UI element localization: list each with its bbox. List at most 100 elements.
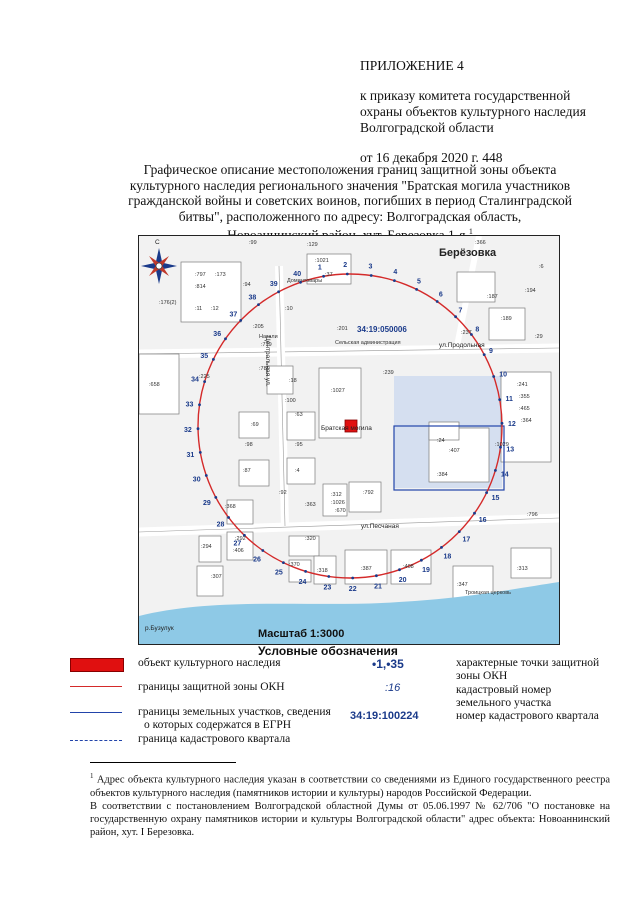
parcel-label: :779 [261,342,272,348]
zone-point-dot [500,421,504,425]
zone-point-label: 33 [186,402,194,409]
legend-points-text-2: зоны ОКН [456,670,508,682]
parcel-label: :387 [361,566,372,572]
parcel-label: :370 [289,562,300,568]
appendix-order-line-2: охраны объектов культурного наследия [360,104,586,119]
zone-point-dot [492,375,496,378]
parcel-label: :796 [527,512,538,518]
zone-point-label: 36 [213,331,221,338]
legend-points-text-1: характерные точки защитной [456,657,600,669]
parcel-label: :92 [279,490,287,496]
zone-point-label: 31 [187,452,195,459]
parcel-label: :98 [245,442,253,448]
parcel-label: :670 [335,508,346,514]
zone-point-label: 39 [270,281,278,288]
zone-point-label: 27 [234,541,242,548]
parcel-label: :1029 [495,442,509,448]
legend-land-text-2: о которых содержатся в ЕГРН [144,719,292,731]
zone-point-dot [243,533,246,537]
legend-heading: Условные обозначения [258,644,398,658]
zone-point-label: 37 [230,312,238,319]
settlement-name: Берёзовка [439,247,497,259]
zone-point-label: 38 [249,295,257,302]
footnote-paragraph-2: В соответствии с постановлением Волгогра… [90,800,610,838]
zone-point-label: 17 [463,537,471,544]
parcel-shape [510,547,552,579]
road-peschanaya-edge [139,517,559,533]
appendix-header: ПРИЛОЖЕНИЕ 4 к приказу комитета государс… [360,58,586,166]
legend-okn-swatch [70,658,124,672]
zone-point-dot [198,403,201,407]
legend-land-text-1: границы земельных участков, сведения [138,706,331,718]
zone-point-label: 4 [393,269,397,276]
zone-point-dot [224,337,227,341]
footnote: 1 Адрес объекта культурного наследия ука… [90,770,610,839]
parcel-shape [196,565,224,597]
parcel-label: :292 [235,536,246,542]
protective-zone-circle [197,273,503,579]
parcel-label: :366 [475,240,486,246]
parcel-label: :18 [289,378,297,384]
title-line-2: культурного наследия регионального значе… [129,177,571,193]
zone-point-label: 11 [506,396,514,403]
legend-quarter-text: граница кадастрового квартала [138,733,291,745]
footnote-paragraph-1: 1 Адрес объекта культурного наследия ука… [90,770,610,800]
parcel-shape [456,271,496,303]
parcel-label: :100 [285,398,296,404]
parcel-label: :24 [437,438,445,444]
parcel-label: :6 [539,264,544,270]
parcel-label: :1026 [331,500,345,506]
parcel-label: :313 [517,566,528,572]
parcel-shape [238,459,270,487]
parcel-label: :94 [243,282,251,288]
parcel-shape [180,261,242,323]
zone-point-label: 35 [200,353,208,360]
parcel-label: :87 [243,468,251,474]
parcel-label: :355 [519,394,530,400]
zone-point-label: 19 [422,567,430,574]
parcel-label: :318 [317,568,328,574]
title-line-4: битвы", расположенного по адресу: Волгог… [178,208,522,224]
zone-point-dot [322,274,325,278]
parcel-label: :814 [195,284,206,290]
appendix-order-line-3: Волгоградской области [360,120,494,135]
parcel-label: :364 [521,418,532,424]
zone-point-label: 28 [217,522,225,529]
zone-point-label: 24 [299,579,307,586]
street-central-label: Центральная ул. [264,336,271,387]
zone-point-dot [351,576,355,580]
appendix-order-line-1: к приказу комитета государственной [360,88,571,103]
parcel-label: :780 [259,366,270,372]
zone-point-label: 22 [349,586,357,593]
parcel-label: :792 [363,490,374,496]
appendix-number: ПРИЛОЖЕНИЕ 4 [360,58,464,73]
parcel-label: :241 [517,382,528,388]
parcel-label: :11 [195,306,202,312]
parcel-shape [306,253,352,285]
parcel-label: :363 [305,502,316,508]
parcel-shape [226,531,254,561]
parcel-shape [488,307,526,341]
zone-point-dot [494,469,497,472]
legend-okn-text: объект культурного наследия [138,657,281,669]
parcel-label: :307 [211,574,222,580]
footnote-mark: 1 [90,772,94,780]
zone-point-dot [398,568,401,572]
zone-point-dot [304,570,307,573]
zone-point-dot [415,288,418,291]
zone-point-dot [327,575,331,578]
admin-label: Сельская администрация [335,340,401,346]
legend-parcel-text-2: земельного участка [456,697,552,709]
parcel-label: :187 [487,294,498,300]
map-scale: Масштаб 1:3000 [258,628,345,640]
zone-point-dot [482,353,486,356]
parcel-label: :4 [295,468,300,474]
monument-label: Братская могила [321,425,372,432]
zone-point-label: 16 [479,517,487,524]
compass-letter: С [155,239,160,246]
parcel-label: :201 [337,326,348,332]
parcel-label: :173 [215,272,226,278]
parcel-shape [288,559,312,583]
cadastral-quarter-label: 34:19:050006 [357,325,407,334]
parcel-label: :320 [305,536,316,542]
